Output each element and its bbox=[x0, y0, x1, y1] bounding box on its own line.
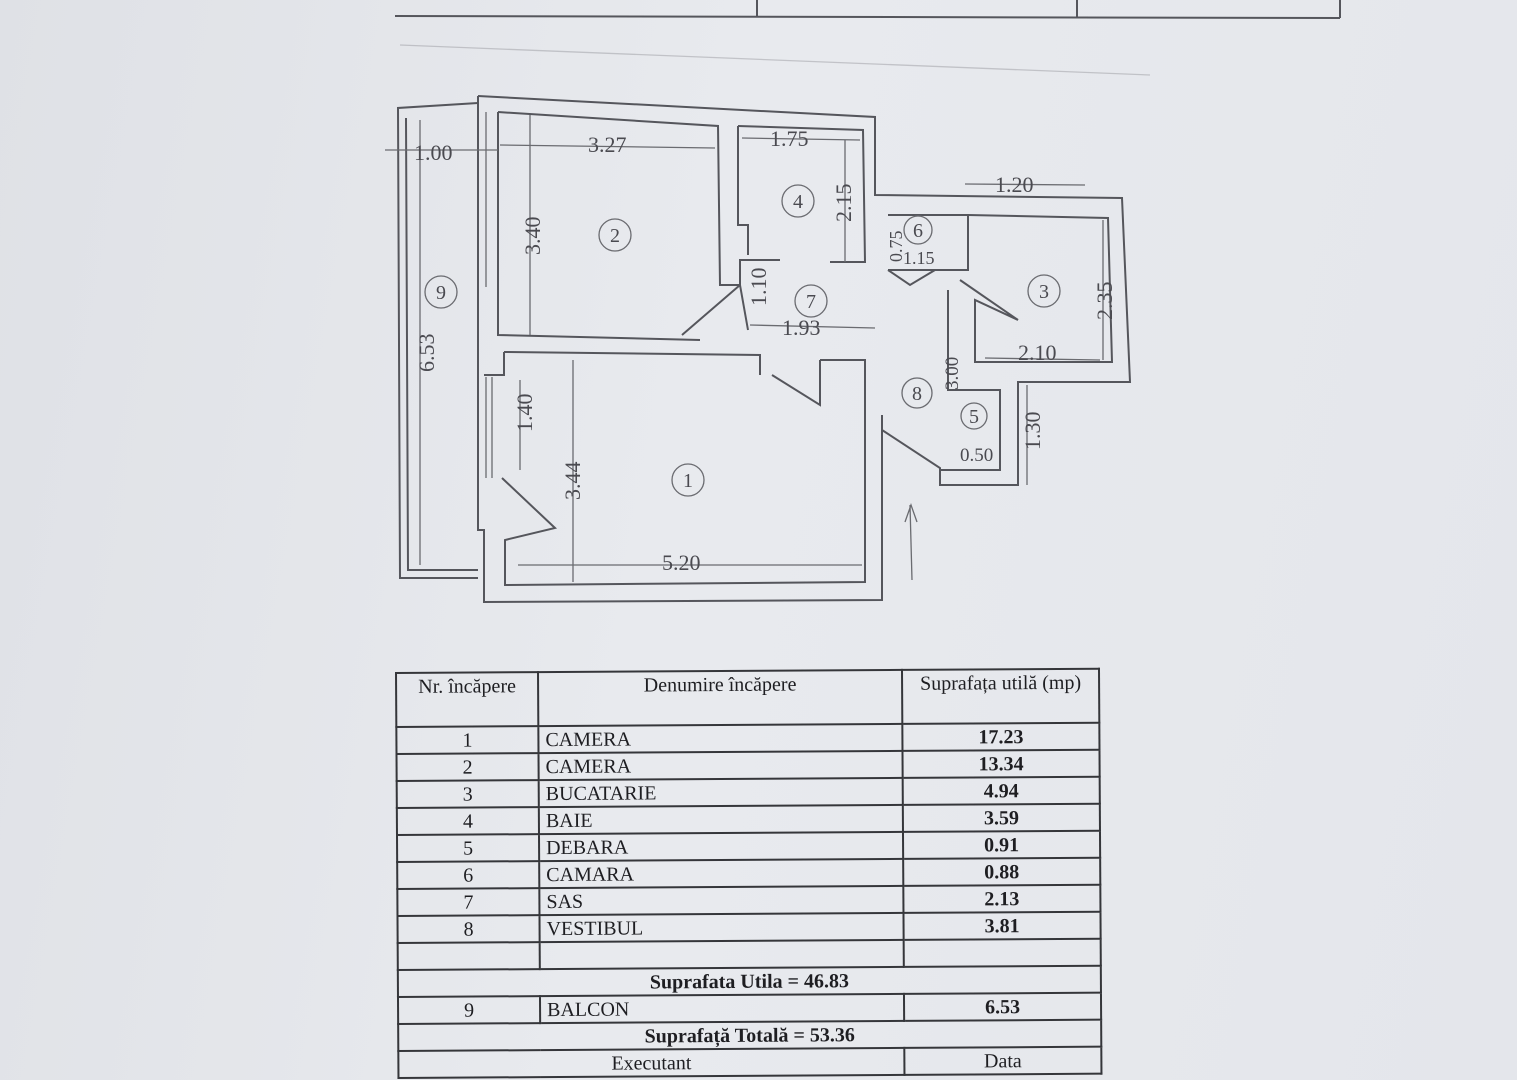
dim-room2-depth: 3.40 bbox=[520, 217, 545, 256]
dim-hall: 3.00 bbox=[942, 357, 963, 390]
room-number-7: 7 bbox=[806, 291, 816, 313]
table-header: Nr. încăpere Denumire încăpere Suprafața… bbox=[396, 668, 1100, 727]
walls bbox=[396, 95, 1132, 604]
cell-nr: 9 bbox=[397, 996, 541, 1024]
dim-pantry-a: 0.75 bbox=[886, 231, 906, 263]
header-area: Suprafața utilă (mp) bbox=[901, 668, 1100, 724]
dim-kitchen-width: 2.10 bbox=[1018, 340, 1057, 365]
cell-area: 2.13 bbox=[903, 884, 1101, 913]
cell-name: CAMERA bbox=[538, 750, 903, 781]
executant-label: Executant bbox=[398, 1047, 905, 1078]
top-table-fragment bbox=[394, 0, 1341, 76]
cell-area: 17.23 bbox=[902, 722, 1100, 751]
useful-total: Suprafata Utila = 46.83 bbox=[397, 965, 1101, 997]
date-label: Data bbox=[904, 1046, 1102, 1075]
room-number-6: 6 bbox=[913, 220, 923, 242]
room-number-2: 2 bbox=[610, 225, 620, 247]
room-area-table: Nr. încăpere Denumire încăpere Suprafața… bbox=[395, 668, 1102, 1079]
dimension-lines bbox=[385, 115, 1104, 582]
room-number-5: 5 bbox=[969, 406, 979, 428]
cell-nr: 8 bbox=[397, 915, 540, 943]
room-number-4: 4 bbox=[793, 191, 803, 213]
dim-kitchen-depth: 2.35 bbox=[1092, 282, 1117, 321]
cell-nr: 7 bbox=[397, 888, 540, 916]
cell-area: 0.91 bbox=[902, 830, 1101, 859]
dim-bath-depth: 2.15 bbox=[831, 184, 856, 223]
cell-nr: 4 bbox=[396, 807, 539, 835]
cell-area: 3.81 bbox=[903, 911, 1101, 940]
useful-total-row: Suprafata Utila = 46.83 bbox=[397, 965, 1101, 997]
cell-area: 6.53 bbox=[903, 992, 1102, 1021]
empty-row bbox=[397, 938, 1101, 970]
dim-sas-b: 1.93 bbox=[782, 315, 821, 340]
cell-nr: 6 bbox=[397, 861, 540, 889]
cell-nr: 3 bbox=[396, 780, 539, 808]
cell-area: 4.94 bbox=[902, 776, 1100, 805]
dim-room2-width: 3.27 bbox=[588, 132, 627, 157]
room-number-3: 3 bbox=[1039, 281, 1049, 303]
dim-storage-depth: 1.30 bbox=[1020, 412, 1045, 451]
cell-name: DEBARA bbox=[538, 831, 904, 862]
dim-room1-depth: 3.44 bbox=[560, 462, 585, 501]
cell-name: CAMARA bbox=[539, 858, 904, 889]
cell-nr: 1 bbox=[396, 726, 539, 754]
cell-area: 0.88 bbox=[903, 857, 1101, 886]
dim-pantry-b: 1.15 bbox=[903, 248, 935, 268]
cell-area: 13.34 bbox=[902, 749, 1100, 778]
cell-name: BUCATARIE bbox=[538, 777, 903, 808]
dim-kitchen-top: 1.20 bbox=[995, 172, 1034, 197]
dim-balcony-width: 1.00 bbox=[414, 140, 453, 165]
room-number-9: 9 bbox=[436, 282, 446, 304]
cell-nr: 2 bbox=[396, 753, 539, 781]
cell-name: SAS bbox=[539, 885, 904, 916]
dim-storage-width: 0.50 bbox=[960, 445, 993, 466]
cell-name: CAMERA bbox=[538, 723, 903, 754]
cell-name: BAIE bbox=[538, 804, 903, 835]
dim-bath-width: 1.75 bbox=[770, 126, 809, 151]
dim-sas-a: 1.10 bbox=[746, 268, 771, 307]
dimension-labels: 1.00 3.27 1.75 1.20 2.15 3.40 0.75 1.15 … bbox=[414, 126, 1117, 575]
header-name: Denumire încăpere bbox=[538, 669, 903, 727]
dim-room1-width: 5.20 bbox=[662, 550, 701, 575]
cell-nr: 5 bbox=[396, 834, 540, 862]
cell-name: VESTIBUL bbox=[539, 912, 904, 943]
room-markers: 1 2 3 4 5 6 7 8 9 bbox=[424, 184, 1061, 497]
dim-balcony-length: 6.53 bbox=[414, 334, 439, 373]
room-number-8: 8 bbox=[912, 383, 922, 405]
grand-total-row: Suprafață Totală = 53.36 bbox=[398, 1019, 1102, 1051]
cell-area: 3.59 bbox=[902, 803, 1100, 832]
grand-total: Suprafață Totală = 53.36 bbox=[398, 1019, 1102, 1051]
dim-window: 1.40 bbox=[512, 394, 537, 433]
room-number-1: 1 bbox=[683, 470, 693, 492]
header-nr: Nr. încăpere bbox=[396, 672, 539, 727]
cell-name: BALCON bbox=[539, 993, 905, 1024]
